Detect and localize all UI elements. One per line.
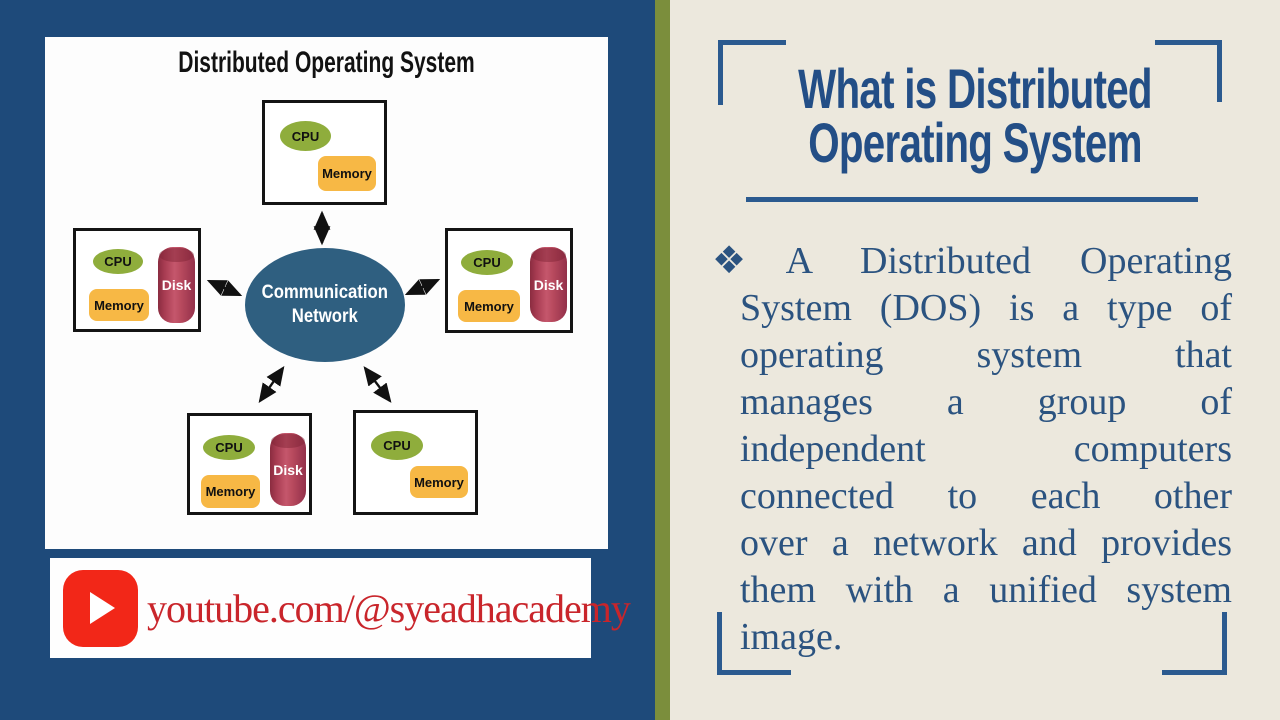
communication-network-label: Communication Network xyxy=(262,281,388,329)
cpu-label: CPU xyxy=(291,128,320,144)
node-top: CPU Memory xyxy=(262,100,387,205)
channel-url: youtube.com/@syeadhacademy xyxy=(147,585,631,631)
node-right: CPU Memory Disk xyxy=(445,228,573,333)
memory-block: Memory xyxy=(458,290,520,322)
cpu-ellipse: CPU xyxy=(280,121,331,151)
cpu-ellipse: CPU xyxy=(371,431,423,460)
slide-title-line2: Operating System xyxy=(808,111,1142,174)
cpu-ellipse: CPU xyxy=(461,250,513,275)
memory-block: Memory xyxy=(201,475,260,508)
node-bottom-left: CPU Memory Disk xyxy=(187,413,312,515)
corner-bracket-bottom-left xyxy=(717,612,791,675)
memory-label: Memory xyxy=(464,298,514,314)
diagram-panel: Distributed Operating System Communic xyxy=(45,37,608,549)
corner-bracket-top-right xyxy=(1155,40,1222,102)
body-line: image. xyxy=(740,616,843,658)
disk-cylinder: Disk xyxy=(158,247,195,323)
cpu-ellipse: CPU xyxy=(203,435,255,460)
network-label-line1: Communication xyxy=(261,282,389,303)
communication-network-ellipse: Communication Network xyxy=(245,248,405,362)
body-line: ❖A Distributed Operating xyxy=(712,240,1232,282)
node-bottom-right: CPU Memory xyxy=(353,410,478,515)
diagram-title: Distributed Operating System xyxy=(178,46,475,79)
cpu-label: CPU xyxy=(473,255,501,270)
memory-label: Memory xyxy=(205,484,256,499)
body-line: independent computers xyxy=(740,428,1232,470)
title-underline xyxy=(746,197,1198,202)
body-line: them with a unified system xyxy=(740,569,1232,611)
disk-label: Disk xyxy=(533,276,564,293)
body-line: manages a group of xyxy=(740,381,1232,423)
slide-title: What is Distributed Operating System xyxy=(755,61,1194,171)
youtube-banner: youtube.com/@syeadhacademy xyxy=(50,558,631,658)
corner-bracket-bottom-right xyxy=(1162,612,1227,675)
body-line: over a network and provides xyxy=(740,522,1232,564)
disk-cylinder: Disk xyxy=(270,433,306,506)
memory-block: Memory xyxy=(89,289,149,321)
memory-label: Memory xyxy=(414,474,464,490)
green-accent-stripe xyxy=(655,0,670,720)
cpu-ellipse: CPU xyxy=(93,249,143,274)
body-line: operating system that xyxy=(740,334,1232,376)
content-panel: What is Distributed Operating System ❖A … xyxy=(670,0,1280,720)
cpu-label: CPU xyxy=(215,440,243,455)
youtube-logo-icon xyxy=(63,569,138,647)
corner-bracket-top-left xyxy=(718,40,786,105)
disk-label: Disk xyxy=(161,277,192,293)
slide-title-line1: What is Distributed xyxy=(798,57,1152,120)
node-left: CPU Memory Disk xyxy=(73,228,201,332)
network-label-line2: Network xyxy=(292,306,358,327)
body-line: connected to each other xyxy=(740,475,1232,517)
memory-block: Memory xyxy=(318,156,376,191)
memory-block: Memory xyxy=(410,466,468,498)
memory-label: Memory xyxy=(94,297,144,313)
memory-label: Memory xyxy=(322,166,372,181)
body-line: System (DOS) is a type of xyxy=(740,287,1232,329)
cpu-label: CPU xyxy=(383,438,411,453)
disk-cylinder: Disk xyxy=(530,247,567,322)
play-icon xyxy=(90,591,115,624)
disk-label: Disk xyxy=(273,461,303,478)
cpu-label: CPU xyxy=(104,254,132,269)
